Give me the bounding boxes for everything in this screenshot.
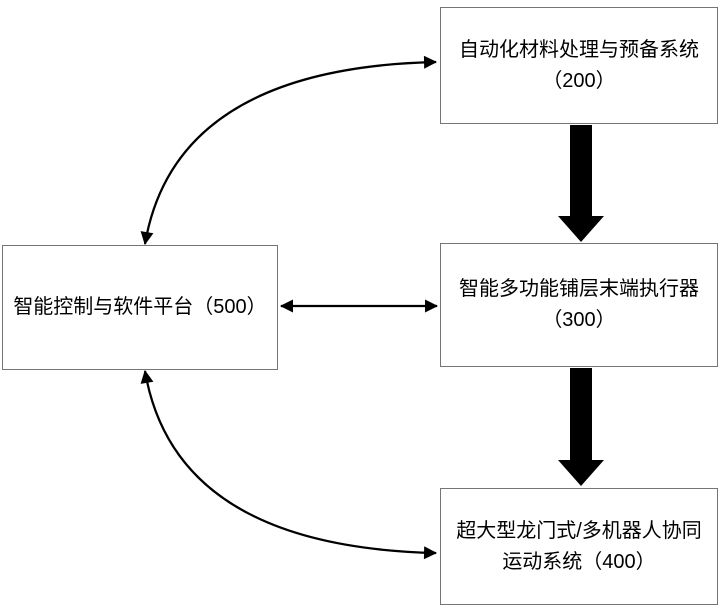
node-ref-number: （300） — [542, 309, 616, 331]
node-label-line: 智能控制与软件平台（500） — [13, 296, 267, 318]
node-control-software-platform: 智能控制与软件平台（500） — [2, 245, 278, 370]
node-label-line: 智能多功能铺层末端执行器 — [459, 278, 699, 300]
node-label-line: 超大型龙门式/多机器人协同 — [456, 519, 702, 542]
thick-down-arrow-200-300 — [558, 125, 604, 242]
curved-double-arrow-500-400 — [140, 369, 438, 560]
node-material-preparation-system: 自动化材料处理与预备系统 （200） — [440, 7, 718, 124]
thick-down-arrow-300-400 — [558, 368, 604, 486]
curved-double-arrow-500-200 — [140, 55, 438, 246]
node-ref-number: （200） — [542, 69, 616, 92]
node-label-line: 运动系统（400） — [502, 550, 656, 573]
node-gantry-motion-system: 超大型龙门式/多机器人协同 运动系统（400） — [440, 488, 718, 605]
node-label-line: 自动化材料处理与预备系统 — [459, 38, 699, 61]
node-layup-end-effector: 智能多功能铺层末端执行器 （300） — [440, 243, 718, 367]
